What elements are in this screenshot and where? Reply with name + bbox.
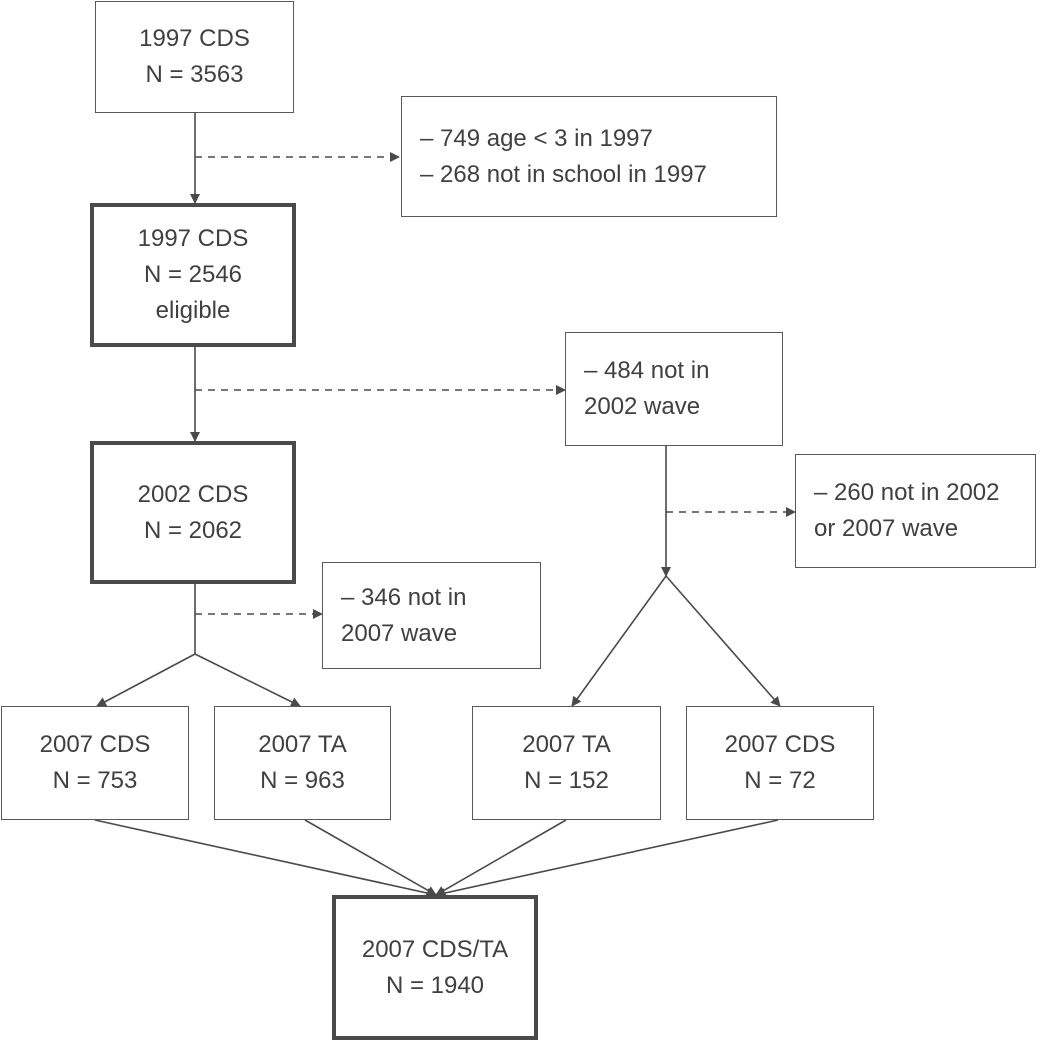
arrow-cds2007b-to-final — [435, 819, 779, 898]
arrow-split-to-ta2007b — [571, 575, 667, 707]
node-count: N = 753 — [52, 767, 138, 794]
arrow-cds2007a-to-final — [94, 819, 437, 898]
node-label: 2007 CDS — [39, 731, 151, 758]
arrow-split-to-cds2007a — [96, 653, 196, 707]
node-label: 2007 CDS/TA — [361, 935, 509, 963]
exclusion-line: 2007 wave — [341, 619, 458, 647]
node-note: eligible — [155, 297, 231, 324]
node-label: 1997 CDS — [137, 225, 249, 252]
node-count: N = 2062 — [143, 516, 243, 544]
exclusion-line: – 346 not in — [341, 583, 467, 611]
node-label: 2007 TA — [258, 731, 347, 758]
node-count: N = 2546 — [143, 261, 243, 288]
arrow-ta2007a-to-final — [304, 819, 437, 896]
exclusion-line: – 484 not in — [584, 357, 710, 384]
node-2007-cds-a: 2007 CDS N = 753 — [1, 706, 189, 820]
node-2007-cds-ta-final: 2007 CDS/TA N = 1940 — [332, 895, 538, 1040]
exclusion-line: – 268 not in school in 1997 — [420, 160, 707, 188]
node-2007-ta-b: 2007 TA N = 152 — [472, 706, 661, 820]
node-count: N = 963 — [260, 767, 345, 794]
node-2007-ta-a: 2007 TA N = 963 — [214, 706, 391, 820]
node-label: 2007 CDS — [724, 731, 836, 758]
exclusion-2007: – 346 not in 2007 wave — [322, 562, 541, 669]
node-2002-cds: 2002 CDS N = 2062 — [90, 441, 296, 584]
exclusion-line: 2002 wave — [584, 393, 701, 420]
exclusion-line: or 2007 wave — [814, 515, 959, 542]
arrow-split-to-ta2007a — [194, 653, 301, 707]
node-1997-eligible: 1997 CDS N = 2546 eligible — [90, 203, 296, 347]
arrow-split-to-cds2007b — [665, 575, 781, 707]
exclusion-1997: – 749 age < 3 in 1997 – 268 not in schoo… — [401, 96, 777, 217]
node-label: 2002 CDS — [137, 480, 249, 508]
node-label: 2007 TA — [522, 731, 611, 758]
node-1997-cds: 1997 CDS N = 3563 — [95, 1, 294, 113]
exclusion-2002: – 484 not in 2002 wave — [565, 332, 783, 446]
exclusion-2002-or-2007: – 260 not in 2002 or 2007 wave — [795, 454, 1036, 568]
node-2007-cds-b: 2007 CDS N = 72 — [686, 706, 874, 820]
node-count: N = 1940 — [385, 971, 485, 999]
node-label: 1997 CDS — [139, 25, 250, 52]
exclusion-line: – 749 age < 3 in 1997 — [420, 124, 653, 152]
node-count: N = 72 — [744, 767, 816, 794]
arrow-ta2007b-to-final — [435, 819, 567, 896]
node-count: N = 152 — [524, 767, 609, 794]
exclusion-line: – 260 not in 2002 — [814, 479, 1000, 506]
node-count: N = 3563 — [145, 61, 244, 88]
